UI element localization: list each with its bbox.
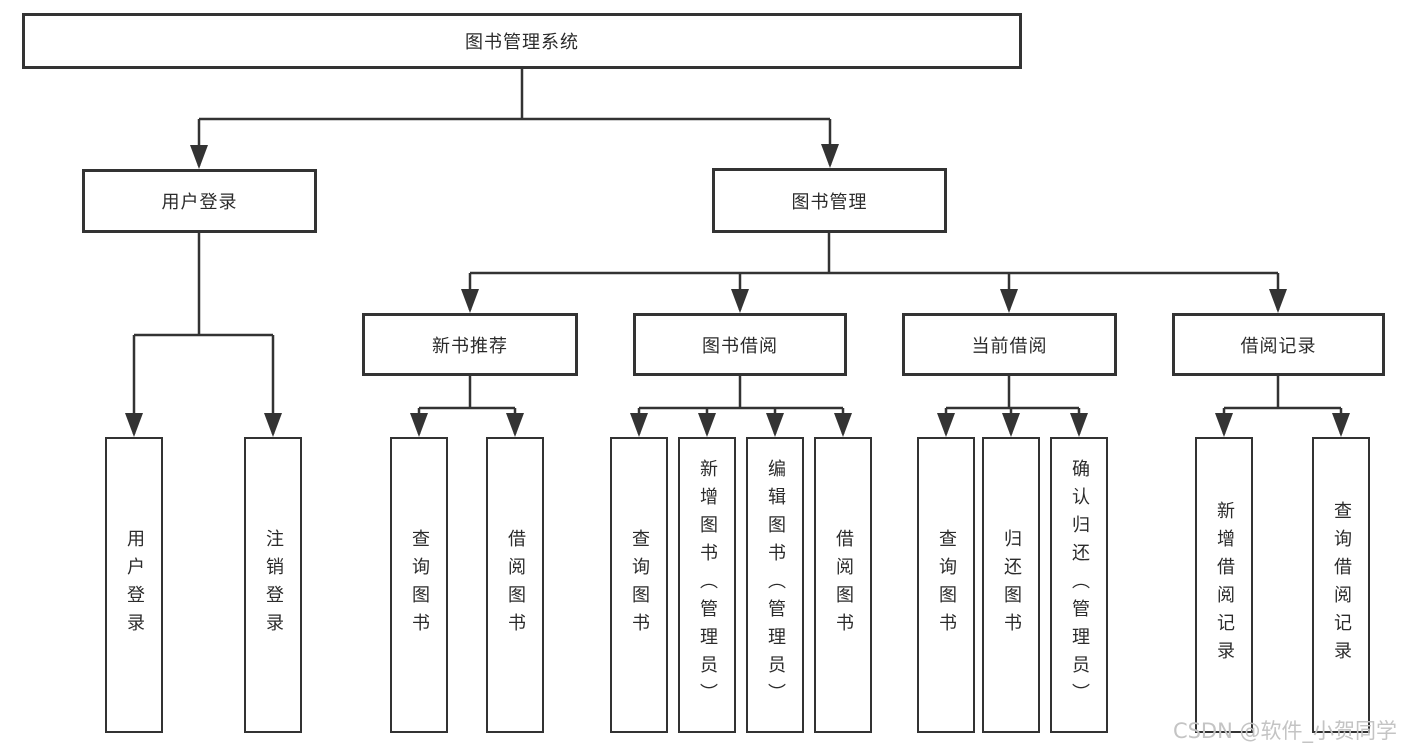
leaf-edit-book-admin-label: 编辑图书（管理员） <box>765 459 786 711</box>
node-new-book-recommend-label: 新书推荐 <box>432 335 508 357</box>
leaf-add-book-admin-label: 新增图书（管理员） <box>697 459 718 711</box>
leaf-user-login-label: 用户登录 <box>124 529 145 641</box>
node-book-management-label: 图书管理 <box>791 191 868 213</box>
node-new-book-recommend: 新书推荐 <box>362 313 578 376</box>
leaf-borrow-books-recommend-label: 借阅图书 <box>505 529 526 641</box>
leaf-add-book-admin: 新增图书（管理员） <box>678 437 736 733</box>
leaf-query-books-current-label: 查询图书 <box>936 529 957 641</box>
leaf-confirm-return-admin: 确认归还（管理员） <box>1050 437 1108 733</box>
leaf-borrow-books-label: 借阅图书 <box>833 529 854 641</box>
node-book-borrow-label: 图书借阅 <box>702 335 778 357</box>
leaf-query-books-borrow-label: 查询图书 <box>629 529 650 641</box>
node-user-login: 用户登录 <box>82 169 317 233</box>
leaf-return-book: 归还图书 <box>982 437 1040 733</box>
node-borrow-records-label: 借阅记录 <box>1240 335 1317 357</box>
leaf-return-book-label: 归还图书 <box>1001 529 1022 641</box>
leaf-logout: 注销登录 <box>244 437 302 733</box>
leaf-query-books-borrow: 查询图书 <box>610 437 668 733</box>
leaf-logout-label: 注销登录 <box>263 529 284 641</box>
node-root: 图书管理系统 <box>22 13 1022 69</box>
node-current-borrow: 当前借阅 <box>902 313 1117 376</box>
node-root-label: 图书管理系统 <box>465 32 579 53</box>
node-book-management: 图书管理 <box>712 168 947 233</box>
leaf-add-borrow-record: 新增借阅记录 <box>1195 437 1253 733</box>
leaf-query-books-current: 查询图书 <box>917 437 975 733</box>
leaf-add-borrow-record-label: 新增借阅记录 <box>1214 501 1235 669</box>
node-current-borrow-label: 当前借阅 <box>971 335 1048 357</box>
leaf-query-borrow-record-label: 查询借阅记录 <box>1331 501 1352 669</box>
leaf-query-borrow-record: 查询借阅记录 <box>1312 437 1370 733</box>
leaf-query-books-recommend: 查询图书 <box>390 437 448 733</box>
leaf-edit-book-admin: 编辑图书（管理员） <box>746 437 804 733</box>
node-book-borrow: 图书借阅 <box>633 313 847 376</box>
leaf-borrow-books-recommend: 借阅图书 <box>486 437 544 733</box>
node-borrow-records: 借阅记录 <box>1172 313 1385 376</box>
leaf-borrow-books: 借阅图书 <box>814 437 872 733</box>
leaf-user-login: 用户登录 <box>105 437 163 733</box>
csdn-watermark: CSDN @软件_小贺同学 <box>1172 719 1397 743</box>
node-user-login-label: 用户登录 <box>161 192 238 213</box>
leaf-query-books-recommend-label: 查询图书 <box>409 529 430 641</box>
leaf-confirm-return-admin-label: 确认归还（管理员） <box>1069 459 1090 711</box>
